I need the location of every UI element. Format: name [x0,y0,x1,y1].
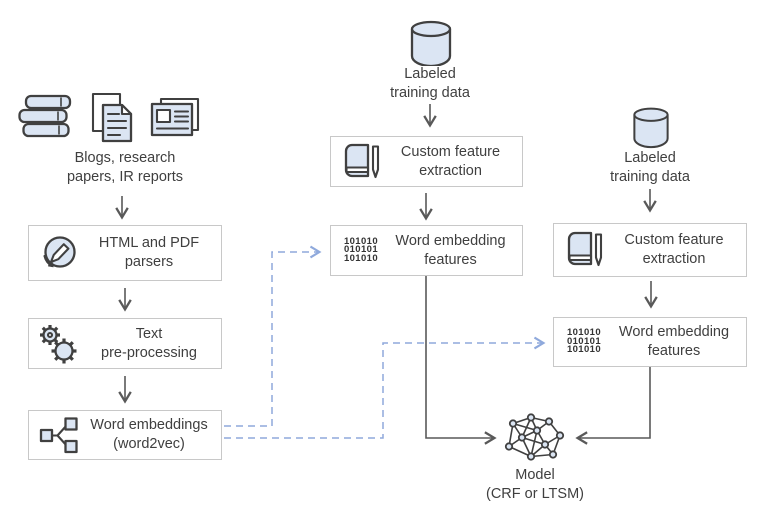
pen-circle-icon [29,233,89,273]
step-box-custom-feature-extraction-mid: Custom feature extraction [330,136,523,187]
step-box-text-preprocessing: Text pre-processing [28,318,222,369]
binary-line: 010101 [343,244,379,256]
step-label: Custom feature extraction [624,232,724,267]
bottom-bar [0,504,768,509]
step-label: Custom feature extraction [400,143,501,179]
binary-line: 101010 [343,235,379,247]
notebook-pen-icon [554,230,614,270]
binary-icon: 101010 010101 101010 [554,327,614,356]
database-cylinder-icon [633,107,669,149]
step-label: Word embeddings (word2vec) [90,417,208,452]
model-label: Model (CRF or LTSM) [485,467,584,502]
neural-network-icon [504,413,565,461]
step-box-custom-feature-extraction-right: Custom feature extraction [553,223,747,277]
database-cylinder-icon [410,20,452,66]
line-rightfeatures-to-model [575,367,651,445]
line-midfeatures-to-model [425,276,497,445]
word2vec-nodes-icon [29,415,89,455]
notebook-pen-icon [331,142,391,182]
step-box-word-embedding-features-mid: 101010 010101 101010 Word embedding feat… [330,225,523,276]
dashed-embeddings-to-midfeatures [224,245,322,427]
dashed-embeddings-to-rightfeatures [224,336,546,439]
binary-line: 101010 [343,252,379,264]
binary-icon: 101010 010101 101010 [331,235,391,264]
books-icon [18,94,72,138]
gears-icon [29,324,89,364]
step-label: Word embedding features [395,232,506,268]
documents-icon [91,92,133,143]
step-label: Text pre-processing [101,325,197,361]
step-box-word-embeddings: Word embeddings (word2vec) [28,410,222,460]
binary-line: 010101 [566,335,602,347]
step-label: Word embedding features [618,324,730,359]
binary-line: 101010 [566,327,602,339]
sources-label: Blogs, research papers, IR reports [66,150,184,185]
step-box-word-embedding-features-right: 101010 010101 101010 Word embedding feat… [553,317,747,367]
right-db-label: Labeled training data [610,150,690,185]
binary-line: 101010 [566,344,602,356]
mid-db-label: Labeled training data [390,66,470,101]
step-label: HTML and PDF parsers [98,235,200,270]
step-box-html-pdf-parsers: HTML and PDF parsers [28,225,222,281]
newspaper-icon [150,97,200,137]
